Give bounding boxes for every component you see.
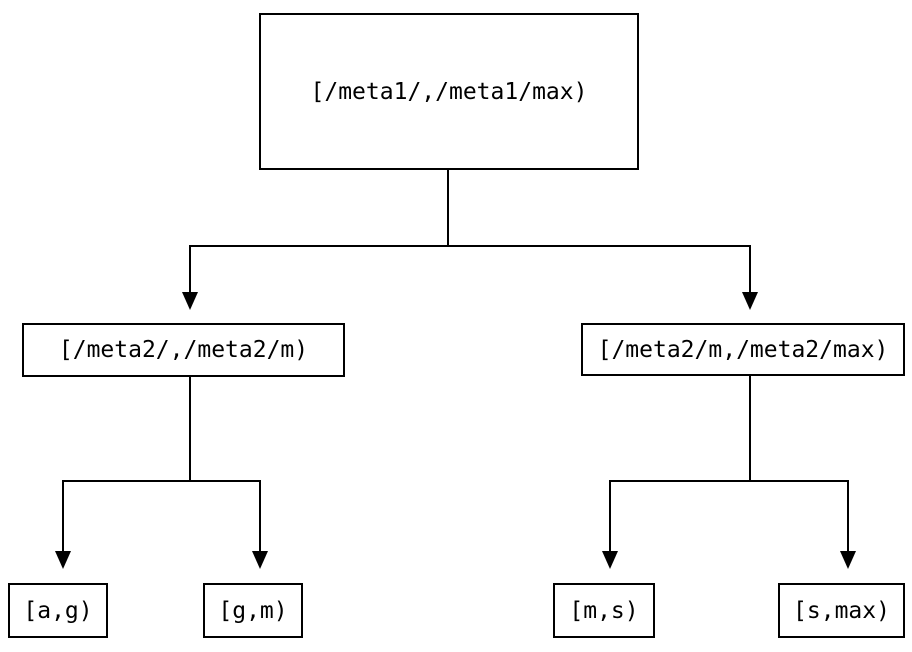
edge-right-stem bbox=[749, 376, 751, 482]
arrowhead-right-to-leaf-smax-icon bbox=[840, 551, 856, 569]
arrowhead-left-to-leaf-ag-icon bbox=[55, 551, 71, 569]
tree-node-leaf-ms: [m,s) bbox=[553, 583, 655, 638]
tree-node-root: [/meta1/,/meta1/max) bbox=[259, 13, 639, 170]
edge-right-crossbar bbox=[609, 480, 849, 482]
edge-left-to-leaf-gm-drop bbox=[259, 481, 261, 551]
tree-node-meta2-left: [/meta2/,/meta2/m) bbox=[22, 323, 345, 377]
arrowhead-left-to-leaf-gm-icon bbox=[252, 551, 268, 569]
edge-right-to-leaf-smax-drop bbox=[847, 481, 849, 551]
arrowhead-root-to-right-icon bbox=[742, 292, 758, 310]
edge-left-to-leaf-ag-drop bbox=[62, 481, 64, 551]
edge-right-to-leaf-ms-drop bbox=[609, 481, 611, 551]
edge-left-crossbar bbox=[62, 480, 261, 482]
tree-node-meta2-right: [/meta2/m,/meta2/max) bbox=[581, 323, 905, 376]
edge-root-to-right-drop bbox=[749, 246, 751, 292]
tree-node-leaf-smax: [s,max) bbox=[778, 583, 905, 638]
edge-root-stem bbox=[447, 170, 449, 247]
arrowhead-right-to-leaf-ms-icon bbox=[602, 551, 618, 569]
edge-root-to-left-drop bbox=[189, 246, 191, 292]
tree-node-leaf-ag: [a,g) bbox=[8, 583, 108, 638]
arrowhead-root-to-left-icon bbox=[182, 292, 198, 310]
tree-node-leaf-gm: [g,m) bbox=[203, 583, 303, 638]
edge-left-stem bbox=[189, 377, 191, 482]
edge-root-crossbar bbox=[189, 245, 751, 247]
